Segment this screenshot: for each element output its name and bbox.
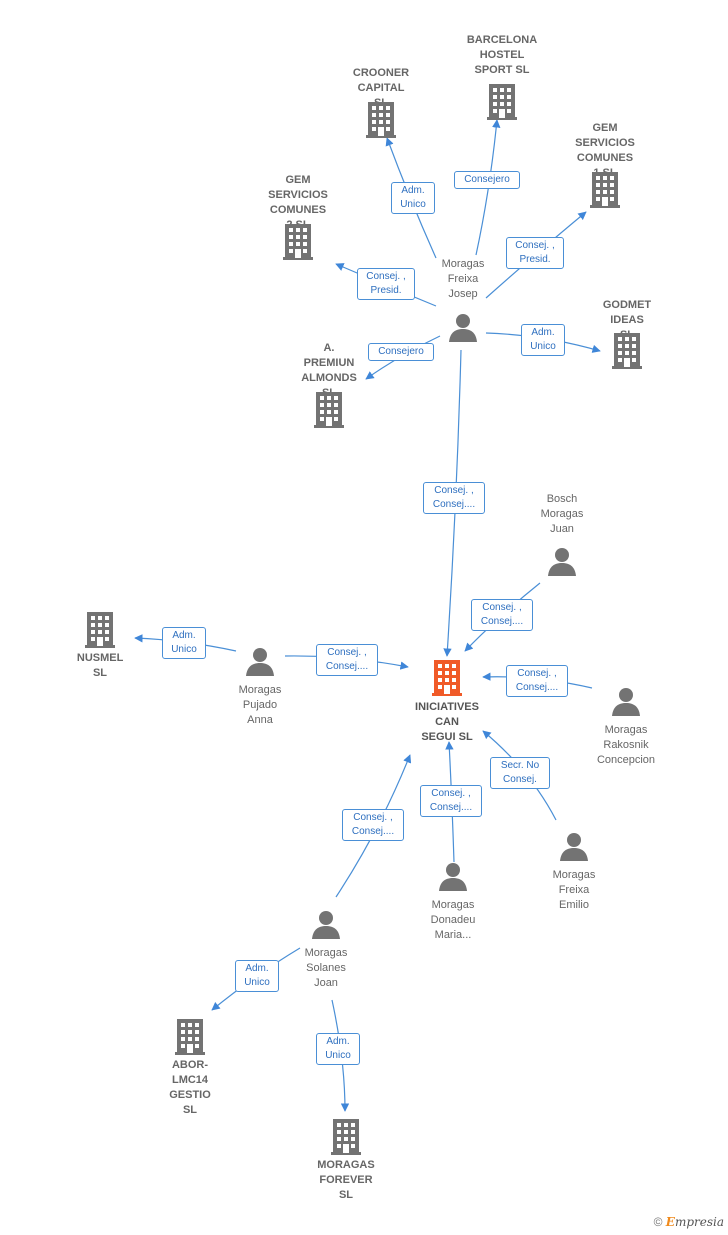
person-icon <box>612 688 640 716</box>
company-node-gem1[interactable]: GEM SERVICIOS COMUNES 1 SL <box>560 121 650 209</box>
person-icon <box>439 863 467 891</box>
person-label: Moragas Donadeu Maria... <box>430 899 476 941</box>
company-node-nusmel[interactable]: NUSMEL SL <box>62 612 138 679</box>
company-label: ABOR- LMC14 GESTIO SL <box>169 1059 211 1116</box>
person-node-josep[interactable]: Moragas Freixa Josep <box>423 257 503 343</box>
brand-name: mpresia <box>674 1215 724 1229</box>
company-label: BARCELONA HOSTEL SPORT SL <box>466 34 538 76</box>
edge-label-emilio-focus: Secr. No Consej. <box>490 757 550 789</box>
person-icon <box>246 648 274 676</box>
person-icon <box>449 314 477 342</box>
company-label: GEM SERVICIOS COMUNES 1 SL <box>575 122 635 179</box>
copyright-icon: © <box>653 1215 663 1229</box>
building-icon <box>314 392 344 428</box>
edge-label-josep-gem2: Consej. , Presid. <box>357 268 415 300</box>
edge-label-anna-nusmel: Adm. Unico <box>162 627 206 659</box>
company-label: MORAGAS FOREVER SL <box>317 1159 375 1201</box>
edge-label-joan-abor: Adm. Unico <box>235 960 279 992</box>
edge-label-josep-focus: Consej. , Consej.... <box>423 482 485 514</box>
person-node-concepcion[interactable]: Moragas Rakosnik Concepcion <box>580 687 672 769</box>
brand-initial: E <box>665 1215 675 1229</box>
person-icon <box>548 548 576 576</box>
company-label: GODMET IDEAS SL <box>602 299 652 341</box>
building-icon <box>366 102 396 138</box>
building-icon <box>487 84 517 120</box>
edge-label-josep-gem1: Consej. , Presid. <box>506 237 564 269</box>
building-icon <box>85 612 115 648</box>
person-label: Moragas Freixa Josep <box>441 258 485 300</box>
edge-label-josep-barcelona: Consejero <box>454 171 520 189</box>
person-node-joan[interactable]: Moragas Solanes Joan <box>286 910 366 992</box>
company-node-forever[interactable]: MORAGAS FOREVER SL <box>303 1119 389 1201</box>
company-node-godmet[interactable]: GODMET IDEAS SL <box>592 298 662 370</box>
focus-company-label: INICIATIVES CAN SEGUI SL <box>415 701 479 743</box>
person-icon <box>560 833 588 861</box>
building-icon <box>331 1119 361 1155</box>
empresia-brand: © Empresia <box>654 1215 724 1229</box>
person-label: Moragas Freixa Emilio <box>552 869 596 911</box>
focus-company-node[interactable]: INICIATIVES CAN SEGUI SL <box>400 660 494 746</box>
company-label: A. PREMIUN ALMONDS SL <box>301 342 357 399</box>
edge-label-anna-focus: Consej. , Consej.... <box>316 644 378 676</box>
building-icon <box>612 333 642 369</box>
person-node-bosch[interactable]: Bosch Moragas Juan <box>522 492 602 578</box>
edge-label-josep-godmet: Adm. Unico <box>521 324 565 356</box>
person-node-emilio[interactable]: Moragas Freixa Emilio <box>534 832 614 914</box>
person-label: Moragas Pujado Anna <box>238 684 282 726</box>
person-label: Bosch Moragas Juan <box>540 493 584 535</box>
edge-label-joan-forever: Adm. Unico <box>316 1033 360 1065</box>
building-icon <box>175 1019 205 1055</box>
person-label: Moragas Solanes Joan <box>304 947 348 989</box>
person-node-anna[interactable]: Moragas Pujado Anna <box>220 647 300 729</box>
edge-label-josep-crooner: Adm. Unico <box>391 182 435 214</box>
building-icon <box>590 172 620 208</box>
building-icon <box>432 660 462 696</box>
building-icon <box>283 224 313 260</box>
edge-label-maria-focus: Consej. , Consej.... <box>420 785 482 817</box>
person-label: Moragas Rakosnik Concepcion <box>596 724 656 766</box>
company-node-abor[interactable]: ABOR- LMC14 GESTIO SL <box>150 1019 230 1116</box>
company-label: NUSMEL SL <box>76 652 124 679</box>
company-node-gem2[interactable]: GEM SERVICIOS COMUNES 2 SL <box>253 173 343 261</box>
company-node-barcelona[interactable]: BARCELONA HOSTEL SPORT SL <box>462 33 542 121</box>
person-icon <box>312 911 340 939</box>
edge-label-bosch-focus: Consej. , Consej.... <box>471 599 533 631</box>
company-node-premiun[interactable]: A. PREMIUN ALMONDS SL <box>284 341 374 429</box>
edge-label-joan-focus: Consej. , Consej.... <box>342 809 404 841</box>
company-node-crooner[interactable]: CROONER CAPITAL SL <box>346 66 416 140</box>
person-node-maria[interactable]: Moragas Donadeu Maria... <box>413 862 493 944</box>
edge-label-josep-premiun: Consejero <box>368 343 434 361</box>
edge-label-concepcion-focus: Consej. , Consej.... <box>506 665 568 697</box>
